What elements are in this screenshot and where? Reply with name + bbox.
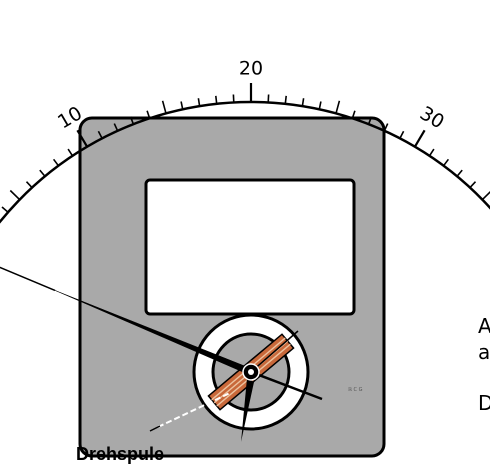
spring-arm-right xyxy=(250,370,323,401)
minor-tick xyxy=(301,98,305,107)
minor-tick xyxy=(52,158,60,167)
minor-tick xyxy=(383,123,389,132)
callout-leader-tail xyxy=(149,425,161,432)
minor-tick xyxy=(113,123,119,132)
major-tick xyxy=(76,129,89,148)
pivot-center xyxy=(248,369,254,375)
callout-leader xyxy=(157,392,231,428)
minor-tick xyxy=(146,110,151,119)
spring-arm-upper xyxy=(250,330,299,373)
minor-tick xyxy=(469,181,477,189)
mid-tick xyxy=(9,189,21,201)
minor-tick xyxy=(442,158,450,167)
scale-ticks xyxy=(1,83,490,213)
minor-tick xyxy=(399,130,405,139)
side-text-line-2: a xyxy=(478,340,490,364)
mid-tick xyxy=(161,100,167,114)
mid-tick xyxy=(335,100,341,114)
minor-tick xyxy=(97,130,103,139)
side-text-line-3: D xyxy=(478,391,490,415)
minor-tick xyxy=(456,169,463,177)
spring-arm-lower xyxy=(241,378,254,442)
minor-tick xyxy=(284,95,287,104)
minor-tick xyxy=(25,181,33,189)
minor-tick xyxy=(215,95,218,104)
minor-tick xyxy=(318,101,322,110)
minor-tick xyxy=(197,98,201,107)
minor-tick xyxy=(1,206,9,213)
minor-tick xyxy=(367,116,373,125)
major-tick xyxy=(413,129,426,148)
minor-tick xyxy=(129,116,135,125)
minor-tick xyxy=(39,169,46,177)
minor-tick xyxy=(351,110,356,119)
meter-window xyxy=(144,178,356,316)
scale-label-30: 30 xyxy=(416,102,448,133)
minor-tick xyxy=(67,148,74,157)
maker-mark: ℝ C G xyxy=(348,387,363,393)
minor-tick xyxy=(428,148,435,157)
scale-label-20: 20 xyxy=(239,58,263,80)
minor-tick xyxy=(180,101,184,110)
mid-tick xyxy=(481,191,490,201)
callout-label: Drehspule xyxy=(76,444,164,464)
side-text-line-1: A xyxy=(478,314,490,338)
